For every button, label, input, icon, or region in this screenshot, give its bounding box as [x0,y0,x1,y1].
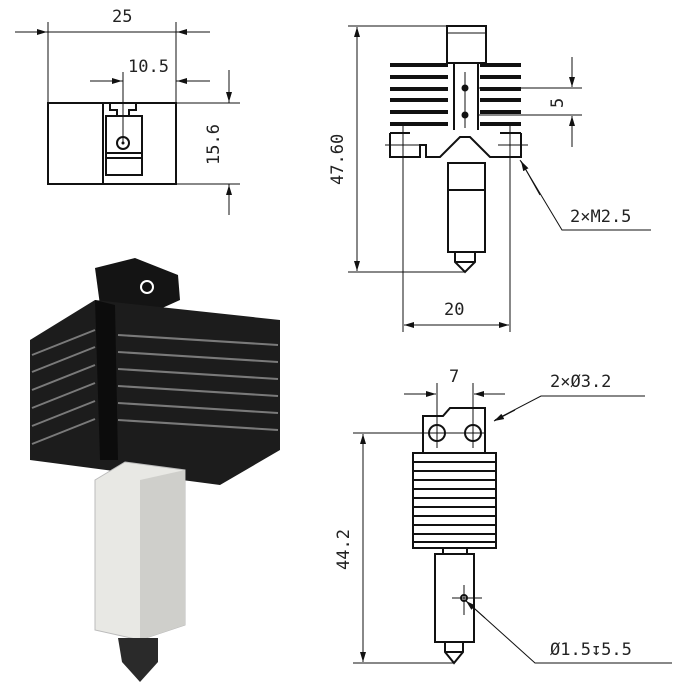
dim-slot-offset: 10.5 [128,57,169,77]
dim-sensor-hole: Ø1.5↧5.5 [550,640,632,660]
dim-total-height: 47.60 [328,134,348,185]
dim-hole-spacing: 7 [449,367,459,387]
dim-width: 25 [112,7,132,27]
filament-inlet [446,25,487,64]
dim-height: 15.6 [204,124,224,165]
dim-mount-holes: 2×Ø3.2 [550,372,611,392]
heatsink-fins [390,63,521,126]
top-view-outline [47,102,177,185]
side-view: 7 2×Ø3.2 44.2 Ø1.5↧5.5 [334,367,672,665]
dim-mount-threads: 2×M2.5 [570,207,631,227]
heater-block [447,162,486,253]
dim-side-height: 44.2 [334,529,354,570]
mount-bracket [422,407,486,452]
nozzle [454,252,476,274]
hotend-3d-render [30,258,280,682]
side-nozzle [442,548,468,665]
top-view: 25 10.5 15.6 [15,7,240,215]
front-view: 47.60 5 20 2×M2.5 [328,25,651,332]
render-heatsink [30,300,280,485]
dim-mount-spacing: 20 [444,300,464,320]
side-heatsink [412,452,497,549]
render-nozzle [118,638,158,682]
dim-hole-pitch: 5 [548,98,568,108]
